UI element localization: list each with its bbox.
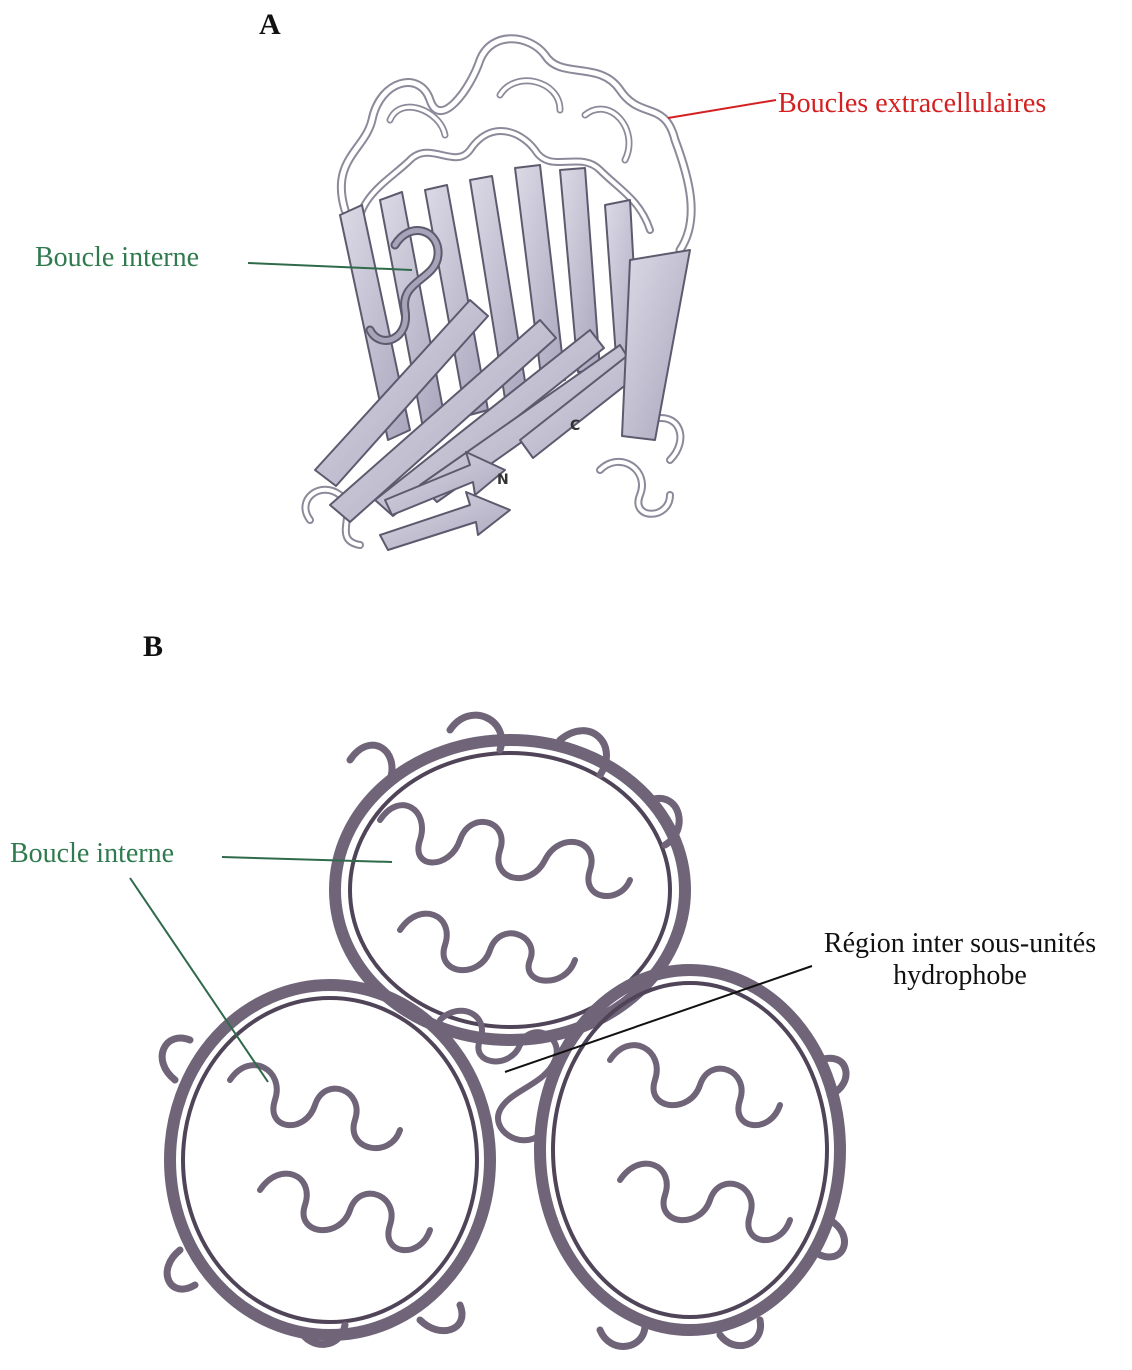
internal-loop-leader-line-b1 [222,857,392,862]
terminus-n-label: N [497,472,509,488]
trimer-subunit-right [540,970,846,1346]
monomer-structure: N C [305,39,691,550]
beta-strands [315,165,690,550]
trimer-structure [162,715,846,1346]
trimer-subunit-left [162,985,490,1344]
terminus-c-label: C [570,418,580,434]
internal-loop-leader-line-a [248,263,412,270]
extracellular-leader-line [668,100,776,118]
